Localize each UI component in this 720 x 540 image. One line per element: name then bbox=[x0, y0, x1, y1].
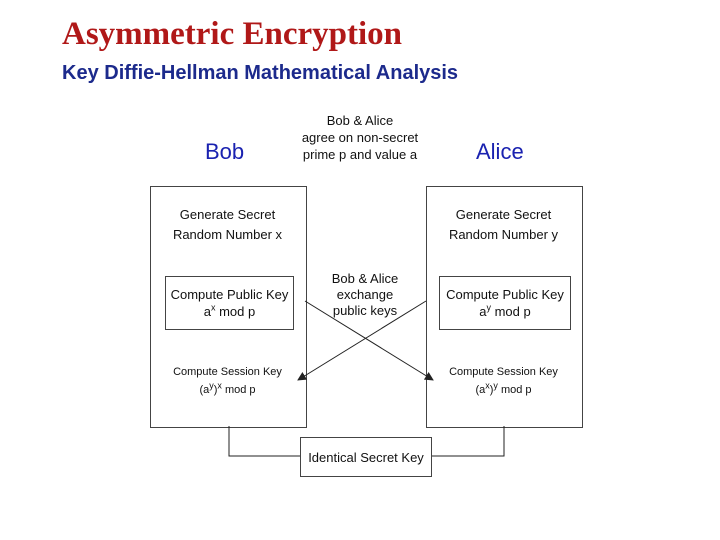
alice-public-key-formula: ay mod p bbox=[479, 302, 531, 319]
alice-session-key-formula: (ax)y mod p bbox=[475, 380, 532, 396]
bob-generate-secret-line2: Random Number x bbox=[172, 227, 283, 242]
exchange-note-line3: public keys bbox=[332, 303, 398, 318]
alice-label: Alice bbox=[476, 139, 524, 164]
exchange-arrow-alice-to-bob bbox=[297, 300, 427, 381]
agree-note: Bob & Alice agree on non-secret prime p … bbox=[290, 112, 430, 163]
bob-label: Bob bbox=[205, 139, 245, 164]
agree-note-line3: prime p and value a bbox=[302, 147, 418, 162]
bob-generate-secret: Generate Secret Random Number x bbox=[150, 205, 305, 245]
agree-note-line1: Bob & Alice bbox=[326, 113, 394, 128]
slide-title: Asymmetric Encryption bbox=[62, 16, 403, 52]
alice-compute-session-key: Compute Session Key (ax)y mod p bbox=[426, 363, 581, 399]
exchange-arrow-bob-to-alice bbox=[304, 300, 434, 381]
identical-secret-key-label: Identical Secret Key bbox=[308, 449, 424, 465]
alice-generate-secret: Generate Secret Random Number y bbox=[426, 205, 581, 245]
alice-to-result-connector bbox=[430, 426, 505, 457]
alice-session-key-line1: Compute Session Key bbox=[449, 366, 558, 378]
alice-generate-secret-line2: Random Number y bbox=[448, 227, 559, 242]
exchange-note: Bob & Alice exchange public keys bbox=[315, 271, 415, 319]
slide-subtitle: Key Diffie-Hellman Mathematical Analysis bbox=[62, 62, 459, 84]
exchange-note-line2: exchange bbox=[336, 287, 394, 302]
bob-public-key-formula: ax mod p bbox=[203, 302, 256, 319]
alice-generate-secret-line1: Generate Secret bbox=[455, 207, 552, 222]
bob-session-key-formula: (ay)x mod p bbox=[199, 380, 256, 396]
bob-compute-public-key: Compute Public Key ax mod p bbox=[165, 276, 294, 330]
bob-compute-session-key: Compute Session Key (ay)x mod p bbox=[150, 363, 305, 399]
bob-to-result-connector bbox=[228, 426, 300, 457]
alice-compute-public-key: Compute Public Key ay mod p bbox=[439, 276, 571, 330]
bob-session-key-line1: Compute Session Key bbox=[173, 366, 282, 378]
exchange-note-line1: Bob & Alice bbox=[331, 271, 399, 286]
bob-generate-secret-line1: Generate Secret bbox=[179, 207, 276, 222]
bob-public-key-line1: Compute Public Key bbox=[170, 287, 289, 302]
alice-public-key-line1: Compute Public Key bbox=[446, 287, 564, 302]
identical-secret-key-box: Identical Secret Key bbox=[300, 437, 432, 477]
agree-note-line2: agree on non-secret bbox=[301, 130, 419, 145]
